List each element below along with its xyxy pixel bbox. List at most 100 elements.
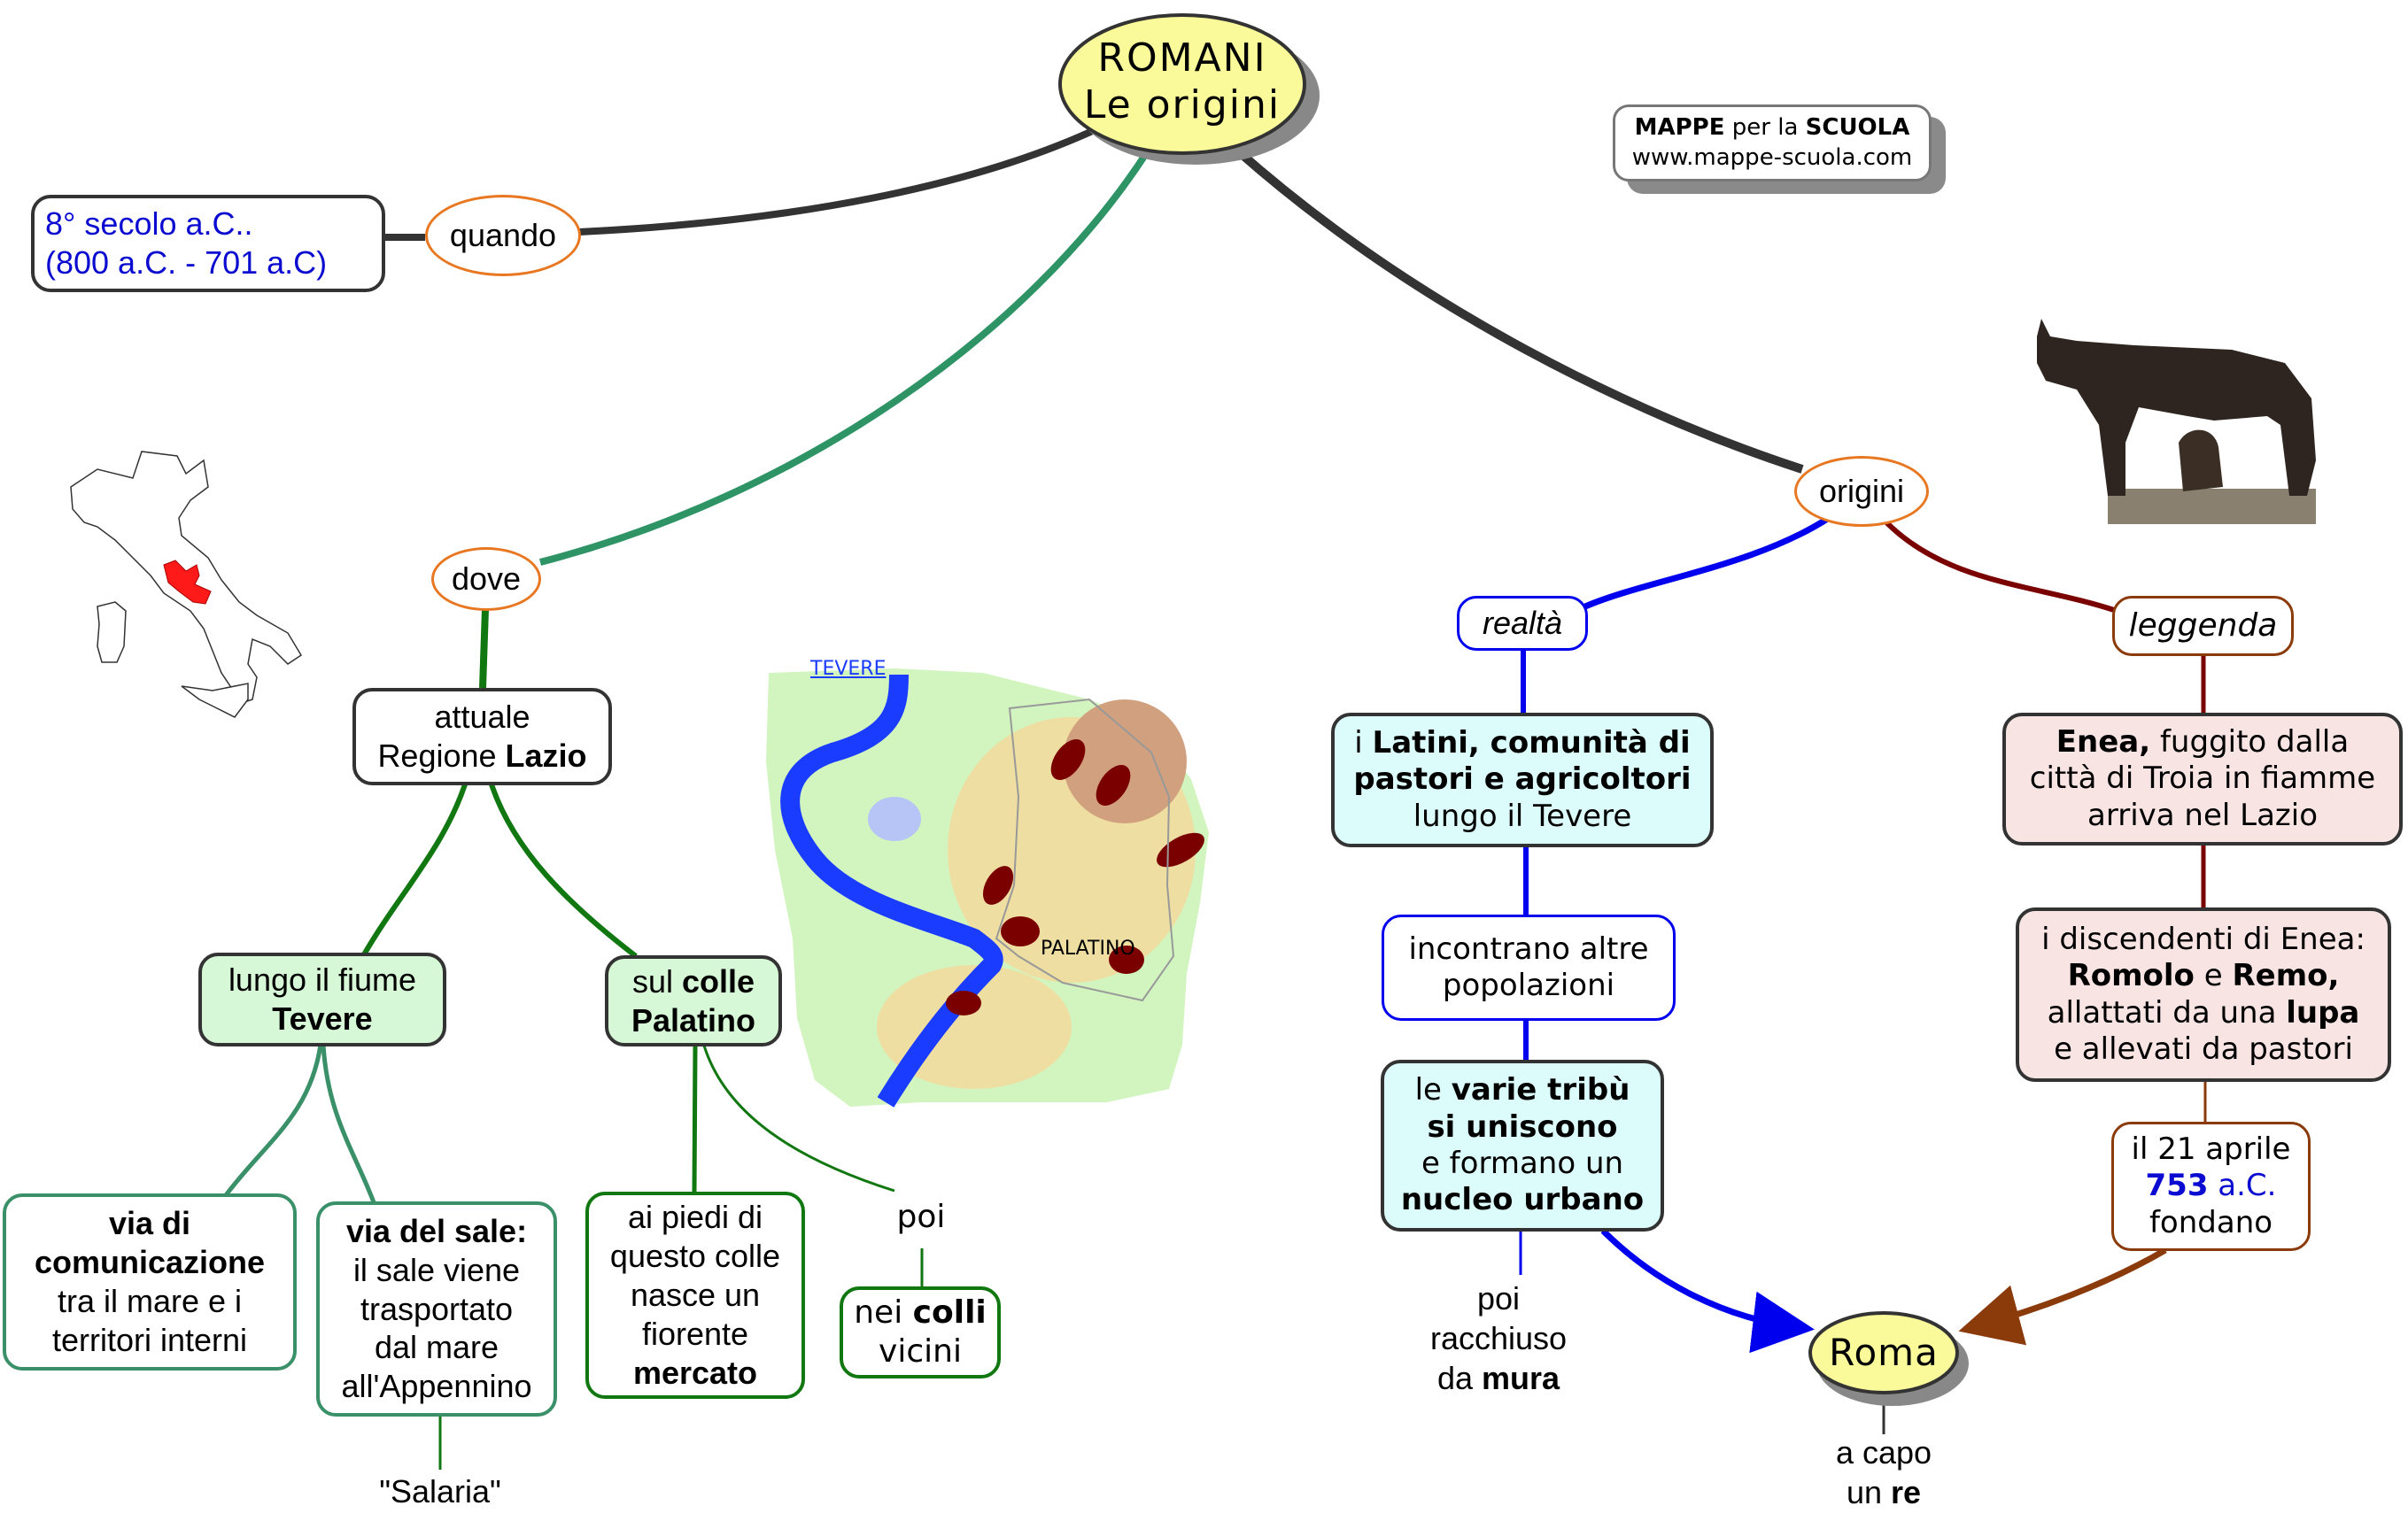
- enea-bold: Enea,: [2056, 723, 2151, 760]
- fondano-box[interactable]: il 21 aprile 753 a.C. fondano: [2111, 1122, 2311, 1251]
- tevere-box[interactable]: lungo il fiume Tevere: [198, 953, 446, 1046]
- discendenti-line2: Romolo e Remo,: [2068, 958, 2340, 994]
- roma-node[interactable]: [1808, 1311, 1959, 1394]
- link-tevere-comunicazione: [224, 1044, 323, 1197]
- rome-map-image: [766, 668, 1209, 1108]
- root-title: ROMANI Le origini: [1060, 35, 1305, 129]
- sale-line3: trasportato: [360, 1290, 514, 1327]
- mura-bold: mura: [1482, 1360, 1560, 1396]
- arrow-tribu-roma: [1600, 1228, 1815, 1354]
- latini-line1-text: i: [1354, 724, 1373, 761]
- italy-map-image: [70, 451, 303, 718]
- mercato-line4: fiorente: [641, 1315, 749, 1352]
- incontrano-line1: incontrano altre: [1408, 931, 1649, 967]
- regione-lazio-box[interactable]: attuale Regione Lazio: [352, 688, 612, 785]
- salaria-label: "Salaria": [379, 1473, 501, 1510]
- mura-line3: da mura: [1414, 1358, 1583, 1398]
- link-tevere-sale: [321, 1044, 376, 1203]
- fondano-year-bold: 753: [2145, 1168, 2209, 1204]
- fondano-line1: il 21 aprile: [2131, 1131, 2291, 1167]
- enea-line2: città di Troia in fiamme: [2029, 761, 2376, 797]
- credit-mid: per la: [1724, 113, 1806, 141]
- latini-box[interactable]: i Latini, comunità di pastori e agricolt…: [1331, 713, 1714, 847]
- sale-line2: il sale viene: [352, 1251, 521, 1288]
- fondano-line2: 753 a.C.: [2146, 1168, 2277, 1204]
- discendenti-line4: e allevati da pastori: [2054, 1031, 2353, 1067]
- latini-line3: lungo il Tevere: [1413, 798, 1632, 834]
- comunicazione-line4: territori interni: [51, 1321, 248, 1358]
- tribu-line4: nucleo urbano: [1400, 1182, 1645, 1218]
- discendenti-line3-text: allattati da una: [2047, 994, 2287, 1031]
- link-dove-regione: [479, 608, 489, 689]
- link-palatino-poi: [702, 1045, 895, 1193]
- discendenti-line3: allattati da una lupa: [2048, 995, 2360, 1031]
- realta-box[interactable]: realtà: [1457, 596, 1588, 651]
- enea-box[interactable]: Enea, fuggito dalla città di Troia in fi…: [2002, 713, 2403, 846]
- tribu-line1: le varie tribù: [1415, 1072, 1630, 1108]
- palatino-colle-bold: colle: [681, 962, 755, 1000]
- link-origini-leggenda: [1884, 520, 2118, 614]
- date-range-box[interactable]: 8° secolo a.C.. (800 a.C. - 701 a.C): [31, 195, 385, 292]
- origini-node[interactable]: origini: [1794, 456, 1929, 527]
- mercato-line3: nasce un: [630, 1277, 761, 1314]
- dove-node[interactable]: dove: [431, 547, 541, 611]
- credit-bold-mappe: MAPPE: [1634, 113, 1725, 141]
- mercato-line1: ai piedi di: [627, 1199, 763, 1236]
- hill-campidoglio: [982, 866, 1014, 905]
- roma-note: a capo un re: [1813, 1432, 1955, 1512]
- discendenti-box[interactable]: i discendenti di Enea: Romolo e Remo, al…: [2016, 907, 2391, 1082]
- regione-line1: attuale: [434, 699, 530, 736]
- rome-map-hills-dark: [1063, 699, 1187, 823]
- palatino-line1-text: sul: [631, 962, 682, 1000]
- link-palatino-mercato: [692, 1045, 698, 1193]
- quando-label: quando: [449, 217, 557, 254]
- regione-line2: Regione Lazio: [377, 737, 586, 776]
- palatino-box[interactable]: sul colle Palatino: [605, 955, 782, 1046]
- tribu-box[interactable]: le varie tribù si uniscono e formano un …: [1381, 1060, 1664, 1232]
- colli-line1: nei colli: [854, 1293, 987, 1332]
- hill-viminale: [1096, 765, 1131, 806]
- via-comunicazione-box[interactable]: via di comunicazione tra il mare e i ter…: [3, 1193, 297, 1371]
- roma-label: Roma: [1829, 1331, 1939, 1374]
- rome-map-lake: [868, 797, 921, 841]
- map-label-palatino: PALATINO: [1041, 938, 1135, 960]
- realta-label: realtà: [1482, 605, 1563, 642]
- mura-line1: poi: [1476, 1280, 1521, 1317]
- roma-note-line1: a capo: [1835, 1434, 1932, 1471]
- lupa-body: [2037, 319, 2316, 496]
- origini-label: origini: [1818, 473, 1905, 510]
- hill-celio: [1109, 946, 1144, 974]
- comunicazione-line3: tra il mare e i: [57, 1283, 243, 1319]
- mercato-line2: questo colle: [609, 1238, 781, 1275]
- credit-url[interactable]: www.mappe-scuola.com: [1631, 143, 1913, 171]
- tribu-bold: varie tribù: [1451, 1072, 1630, 1108]
- incontrano-box[interactable]: incontrano altre popolazioni: [1382, 915, 1676, 1021]
- servian-wall: [995, 698, 1175, 1002]
- lupa-statue-image: [2037, 319, 2316, 524]
- link-regione-palatino: [489, 784, 638, 959]
- root-title-line2: Le origini: [1083, 81, 1281, 127]
- root-node[interactable]: [1058, 13, 1306, 155]
- comunicazione-line1: via di: [108, 1205, 191, 1242]
- leggenda-label: leggenda: [2128, 607, 2278, 645]
- leggenda-box[interactable]: leggenda: [2112, 596, 2294, 656]
- mercato-box[interactable]: ai piedi di questo colle nasce un fioren…: [585, 1192, 805, 1399]
- credit-box[interactable]: MAPPE per la SCUOLA www.mappe-scuola.com: [1613, 104, 1932, 181]
- incontrano-line2: popolazioni: [1442, 968, 1615, 1003]
- credit-title: MAPPE per la SCUOLA: [1635, 113, 1910, 143]
- tribu-line1-text: le: [1414, 1072, 1452, 1108]
- tribu-line2: si uniscono: [1427, 1108, 1618, 1145]
- sardinia-outline: [97, 601, 127, 663]
- roma-note-re-bold: re: [1891, 1474, 1922, 1510]
- enea-line3: arriva nel Lazio: [2087, 797, 2318, 833]
- via-sale-box[interactable]: via del sale: il sale viene trasportato …: [316, 1201, 557, 1417]
- hill-quirinale: [1050, 739, 1086, 780]
- sale-line4: dal mare: [374, 1329, 499, 1366]
- colli-vicini-box[interactable]: nei colli vicini: [840, 1286, 1001, 1378]
- quando-node[interactable]: quando: [425, 195, 581, 276]
- lazio-region-highlight[interactable]: [163, 560, 212, 605]
- credit-bold-scuola: SCUOLA: [1805, 113, 1910, 141]
- hill-palatino: [1001, 916, 1040, 946]
- lupa-twins: [2179, 429, 2223, 491]
- date-range-line2: (800 a.C. - 701 a.C): [45, 244, 328, 281]
